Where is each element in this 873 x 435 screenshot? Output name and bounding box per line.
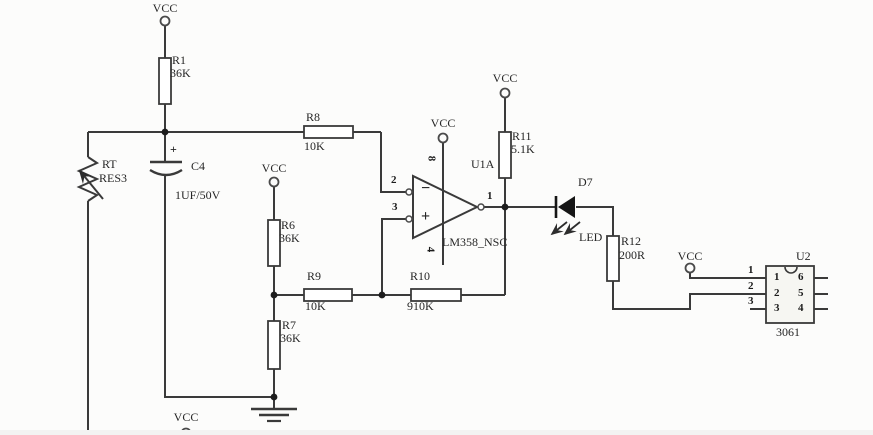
r6-ref: R6 <box>281 218 296 232</box>
c4-value: 1UF/50V <box>175 188 221 202</box>
u2-wire2-number: 2 <box>748 280 754 292</box>
vcc-terminal-u2 <box>684 262 696 274</box>
vcc-label-u2: VCC <box>677 249 703 263</box>
c4-ref: C4 <box>191 159 206 173</box>
u2-pin3-number: 3 <box>774 302 780 314</box>
opamp-pin8-number: 8 <box>425 155 438 162</box>
u2-part: 3061 <box>776 325 800 339</box>
opamp-pin1-number: 1 <box>487 190 493 202</box>
wire-vcc-to-u2-pin1 <box>689 273 766 279</box>
d7-ref: D7 <box>578 175 593 189</box>
c4-polarity-sign: + <box>170 142 177 156</box>
pin1-circle <box>477 203 485 211</box>
vcc-label-r6: VCC <box>261 161 287 175</box>
u2-connector-box <box>765 265 815 324</box>
r1-value: 36K <box>170 66 191 80</box>
r12-body <box>606 235 620 282</box>
r7-body <box>267 320 281 370</box>
vcc-label-r1: VCC <box>152 1 178 15</box>
u2-pin4-number: 4 <box>798 302 804 314</box>
vcc-label-r11: VCC <box>492 71 518 85</box>
led-emission-arrow-1 <box>550 221 568 236</box>
r10-ref: R10 <box>410 269 431 283</box>
u2-notch <box>784 266 798 274</box>
led-triangle <box>558 196 575 218</box>
vcc-terminal-r6 <box>268 176 280 188</box>
junction-output <box>501 203 509 211</box>
wire-r8-to-pin2 <box>380 132 406 193</box>
u2-pin1-number: 1 <box>774 271 780 283</box>
opamp-pin-circles <box>405 188 485 223</box>
vcc-label-opamp: VCC <box>430 116 456 130</box>
wire-r12-to-u2-pin2 <box>612 281 766 310</box>
opamp-symbol <box>412 174 480 240</box>
r6-value: 36K <box>279 231 300 245</box>
vcc-terminal-opamp <box>437 132 449 144</box>
opamp-pin2-number: 2 <box>391 174 397 186</box>
opamp-pin3-number: 3 <box>392 201 398 213</box>
rt-thermistor-symbol <box>76 156 104 202</box>
u1-part: LM358_NSC <box>442 235 508 249</box>
u2-ref: U2 <box>796 249 811 263</box>
r11-ref: R11 <box>512 129 532 143</box>
c4-plate-curved <box>149 168 183 177</box>
r10-value: 910K <box>407 299 434 313</box>
rt-ref: RT <box>102 157 117 171</box>
led-emission-arrow-2 <box>563 221 581 236</box>
wire-pin3-to-bus <box>381 218 406 295</box>
u2-pin2-number: 2 <box>774 287 780 299</box>
r11-value: 5.1K <box>511 142 535 156</box>
r10-body <box>410 288 462 302</box>
r8-body <box>303 125 354 139</box>
rt-arrow <box>78 169 104 200</box>
r1-ref: R1 <box>172 53 187 67</box>
opamp-pin4-number: 4 <box>424 246 437 253</box>
u2-wire3-number: 3 <box>748 295 754 307</box>
ground-symbol <box>251 407 297 423</box>
r1-body <box>158 57 172 105</box>
wire-c4-bottom-to-ground <box>164 174 274 398</box>
bottom-edge-shade <box>0 430 873 435</box>
rt-zigzag <box>76 156 100 202</box>
r12-value: 200R <box>619 248 646 262</box>
u1a-ref: U1A <box>471 157 495 171</box>
vcc-terminal-r11 <box>499 87 511 99</box>
d7-led-symbol <box>550 196 581 236</box>
r9-body <box>303 288 353 302</box>
wire-segments <box>87 26 828 430</box>
r12-ref: R12 <box>621 234 642 248</box>
r9-value: 10K <box>305 299 326 313</box>
opamp-minus-sign: − <box>421 180 431 197</box>
r7-ref: R7 <box>282 318 297 332</box>
opamp-plus-sign: + <box>421 208 431 225</box>
junction-dots <box>161 128 509 401</box>
r9-ref: R9 <box>307 269 322 283</box>
pin2-circle <box>405 188 413 196</box>
junction-ground <box>270 393 278 401</box>
d7-value: LED <box>579 230 603 244</box>
junction-r1-bus <box>161 128 169 136</box>
r6-body <box>267 219 281 267</box>
pin3-circle <box>405 215 413 223</box>
junction-r9-r10 <box>378 291 386 299</box>
wire-led-to-r12 <box>576 206 614 236</box>
u2-wire1-number: 1 <box>748 264 754 276</box>
resistor-bodies <box>158 57 620 370</box>
u2-pin5-number: 5 <box>798 287 804 299</box>
r8-ref: R8 <box>306 110 321 124</box>
r8-value: 10K <box>304 139 325 153</box>
r11-body <box>498 131 512 179</box>
r7-value: 36K <box>280 331 301 345</box>
junction-r6-r7-r9 <box>270 291 278 299</box>
u2-pin6-number: 6 <box>798 271 804 283</box>
rt-value: RES3 <box>99 171 128 185</box>
vcc-label-bottom: VCC <box>173 410 199 424</box>
c4-capacitor-symbol <box>149 160 183 177</box>
vcc-terminal-r1 <box>159 15 171 27</box>
